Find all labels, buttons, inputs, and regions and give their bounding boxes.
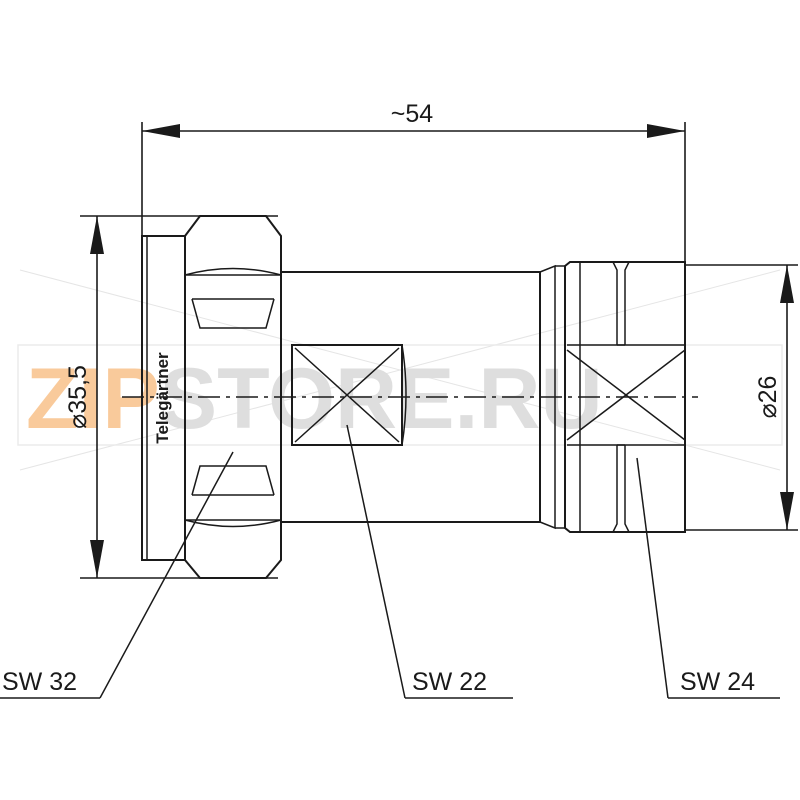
- diameter-35-dimension: ⌀35,5: [64, 215, 278, 579]
- diameter-26-label: ⌀26: [754, 376, 782, 419]
- length-dimension: ~54: [141, 100, 686, 268]
- brand-text: Telegärtner: [153, 352, 172, 444]
- label-sw22: SW 22: [412, 668, 487, 696]
- diameter-26-dimension: ⌀26: [685, 264, 798, 531]
- length-label: ~54: [391, 100, 434, 128]
- diameter-35-label: ⌀35,5: [64, 365, 92, 429]
- leader-sw22: SW 22: [346, 424, 513, 699]
- watermark-store: STORE.RU: [160, 351, 603, 447]
- label-sw24: SW 24: [680, 668, 755, 696]
- leader-sw32: SW 32: [0, 451, 234, 699]
- hex-nut-sw32: [184, 215, 282, 579]
- watermark-zip: ZIP: [26, 351, 160, 447]
- label-sw32: SW 32: [2, 668, 77, 696]
- svg-text:ZIPSTORE.RU: ZIPSTORE.RU: [26, 351, 603, 447]
- watermark: ZIPSTORE.RU: [17, 269, 783, 471]
- hex-flat-sw22: [291, 344, 407, 446]
- leader-sw24: SW 24: [636, 457, 780, 699]
